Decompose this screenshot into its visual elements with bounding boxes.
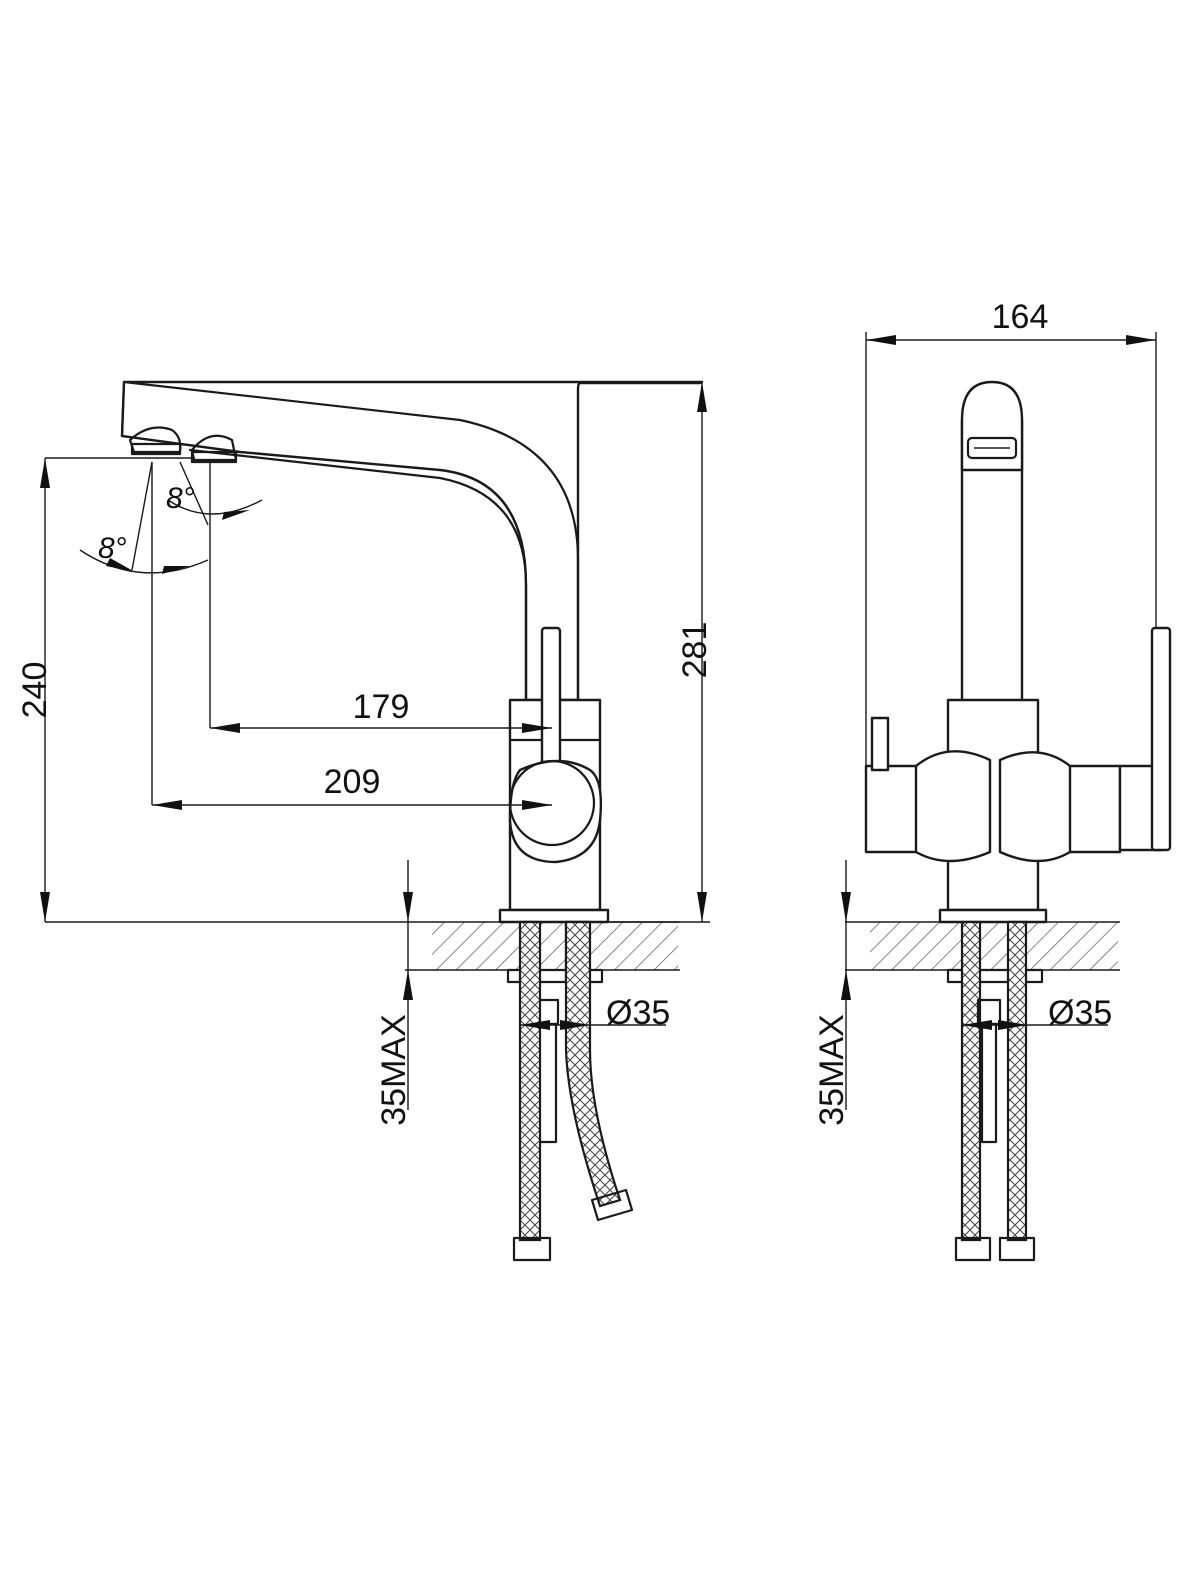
dimension-179: 179 — [209, 462, 552, 733]
dimension-281: 281 — [600, 382, 714, 923]
angle-markers: 8° 8° — [79, 461, 263, 574]
dim-164-label: 164 — [992, 298, 1049, 336]
dim-209-label: 209 — [324, 763, 381, 801]
dimension-35max-front: 35MAX — [813, 860, 851, 1126]
dimension-diameter-front: Ø35 — [962, 994, 1112, 1032]
dim-35max-front-label: 35MAX — [813, 1014, 851, 1126]
dimension-164: 164 — [865, 298, 1157, 766]
angle-upper-label: 8° — [166, 482, 195, 515]
dimension-35max-side: 35MAX — [375, 860, 413, 1126]
faucet-front-body — [864, 380, 1172, 924]
mounting-shank-front — [946, 920, 1044, 1262]
dimension-240: 240 — [16, 457, 405, 923]
dim-diameter-front-label: Ø35 — [1048, 994, 1112, 1032]
countertop-front — [845, 921, 1120, 971]
angle-lower-label: 8° — [98, 532, 127, 565]
dimension-diameter-side: Ø35 — [520, 994, 670, 1032]
mounting-shank-side — [506, 920, 634, 1262]
dim-179-label: 179 — [353, 688, 410, 726]
faucet-side-body — [120, 380, 704, 924]
side-view: 240 281 179 209 — [16, 380, 714, 1262]
countertop-side — [405, 921, 680, 971]
dimension-209: 209 — [151, 462, 552, 810]
dim-281-label: 281 — [676, 622, 714, 679]
front-view: 164 35MAX Ø35 — [813, 298, 1172, 1262]
dim-240-label: 240 — [16, 662, 54, 719]
dim-35max-side-label: 35MAX — [375, 1014, 413, 1126]
dim-diameter-side-label: Ø35 — [606, 994, 670, 1032]
